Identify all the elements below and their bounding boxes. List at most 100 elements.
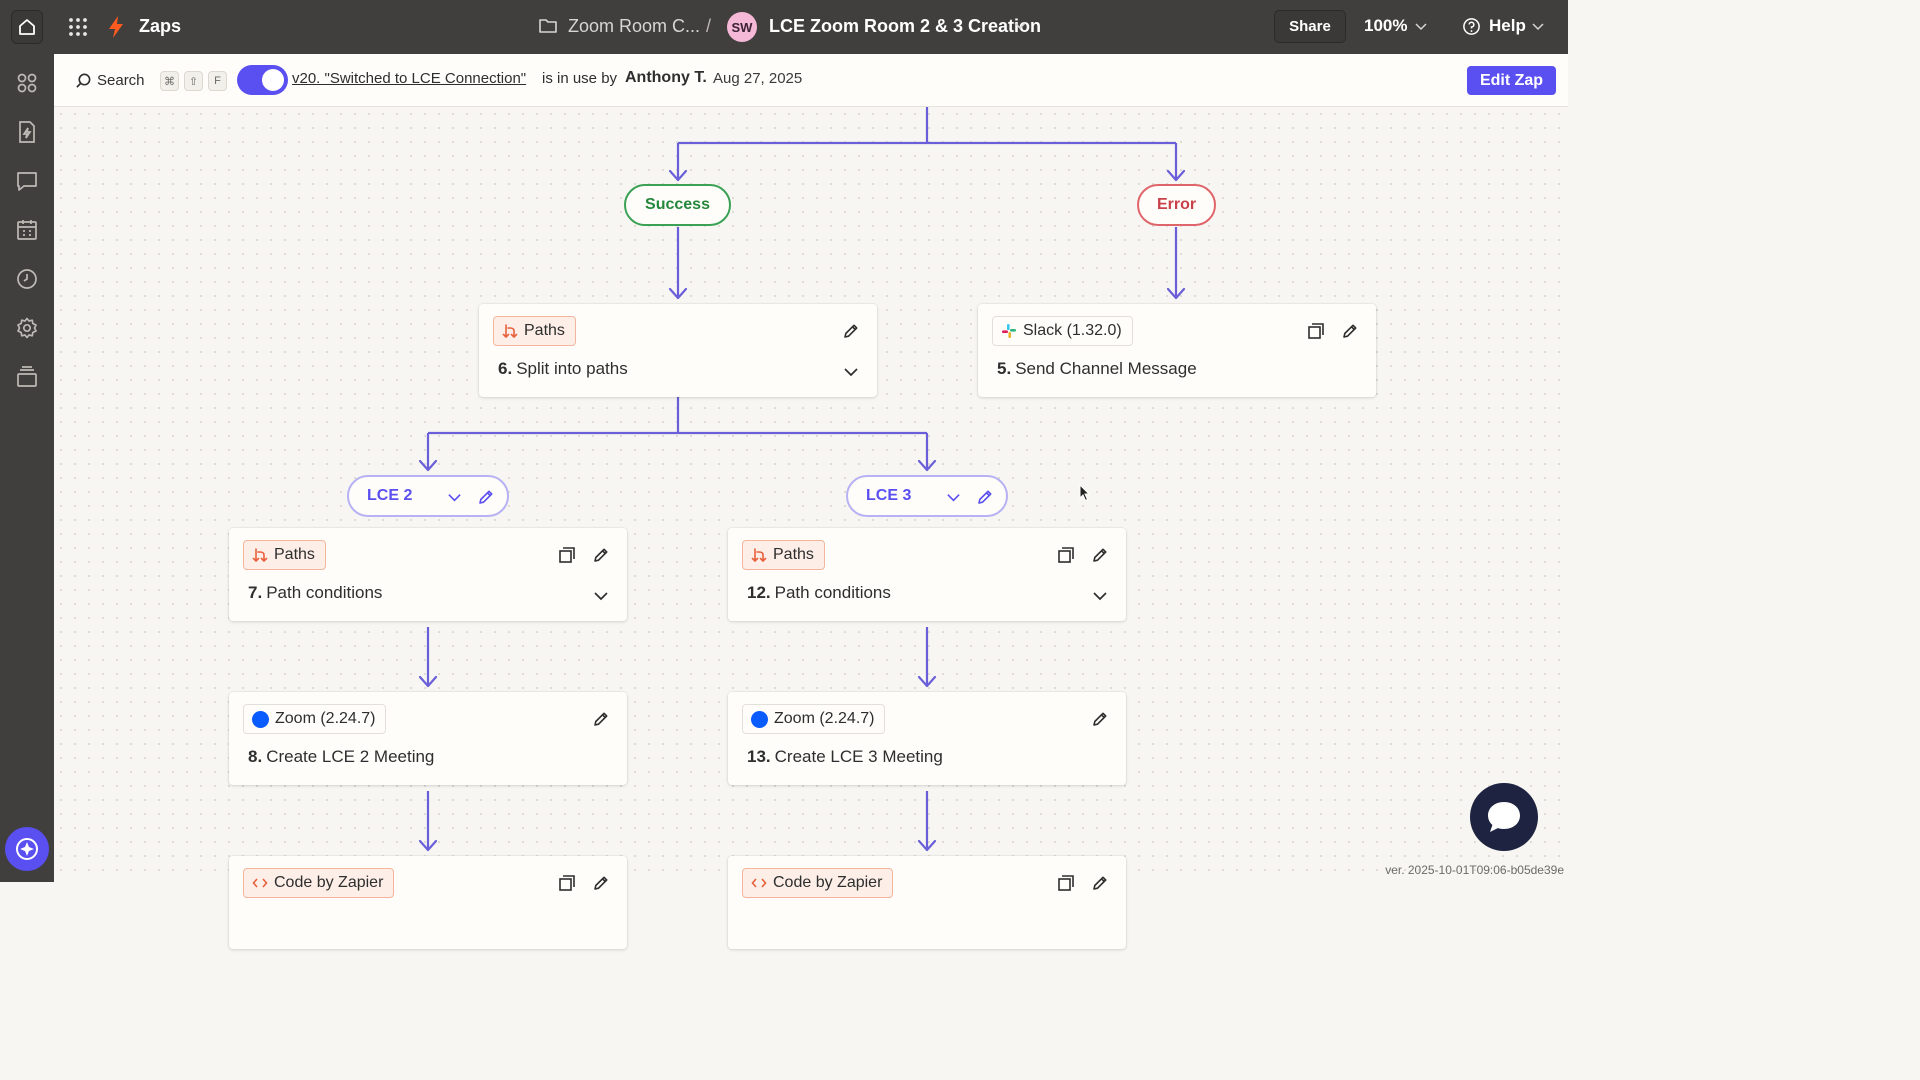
step-title: 12.Path conditions bbox=[747, 583, 891, 603]
app-name: Code by Zapier bbox=[274, 874, 384, 891]
chevron-down-icon[interactable] bbox=[593, 588, 609, 604]
app-grid-icon[interactable] bbox=[67, 16, 89, 38]
app-badge: Code by Zapier bbox=[742, 868, 894, 898]
copy-icon[interactable] bbox=[558, 874, 576, 892]
step-number: 5. bbox=[997, 359, 1012, 378]
message-icon[interactable] bbox=[15, 169, 39, 193]
app-badge: Paths bbox=[493, 316, 576, 346]
step-title-text: Create LCE 3 Meeting bbox=[774, 747, 943, 766]
pencil-icon[interactable] bbox=[1091, 546, 1109, 564]
chat-bubble-icon bbox=[1488, 802, 1520, 832]
zoom-level[interactable]: 100% bbox=[1364, 16, 1408, 35]
path-lce-2[interactable]: LCE 2 bbox=[347, 475, 509, 517]
chevron-down-icon[interactable] bbox=[1415, 21, 1427, 33]
sparkle-icon bbox=[16, 838, 38, 860]
zap-title[interactable]: LCE Zoom Room 2 & 3 Creation bbox=[769, 16, 1042, 36]
chevron-down-icon[interactable] bbox=[447, 490, 462, 505]
workflow-canvas[interactable]: Success Error Paths 6.Split into paths S… bbox=[54, 107, 1568, 949]
pencil-icon[interactable] bbox=[592, 874, 610, 892]
search-icon[interactable] bbox=[75, 72, 92, 89]
in-use-text: is in use by bbox=[542, 70, 618, 87]
chat-button[interactable] bbox=[1470, 783, 1538, 851]
copy-icon[interactable] bbox=[1057, 874, 1075, 892]
paths-icon bbox=[502, 324, 518, 338]
apps-icon[interactable] bbox=[15, 71, 39, 95]
pencil-icon[interactable] bbox=[842, 322, 860, 340]
layers-icon[interactable] bbox=[15, 365, 39, 389]
step-card-code-right[interactable]: Code by Zapier bbox=[728, 856, 1126, 949]
left-rail bbox=[0, 54, 54, 882]
avatar[interactable]: SW bbox=[727, 12, 757, 42]
app-name: Paths bbox=[524, 322, 565, 339]
table-icon[interactable] bbox=[15, 218, 39, 242]
pencil-icon[interactable] bbox=[477, 488, 495, 506]
shortcut-key-f: F bbox=[208, 71, 227, 91]
chevron-down-icon[interactable] bbox=[843, 364, 859, 380]
pencil-icon[interactable] bbox=[592, 546, 610, 564]
assistant-button[interactable] bbox=[5, 827, 49, 871]
app-badge: Slack (1.32.0) bbox=[992, 316, 1133, 346]
slack-icon bbox=[1002, 324, 1016, 338]
search-label[interactable]: Search bbox=[97, 72, 145, 89]
app-name: Zoom (2.24.7) bbox=[275, 710, 376, 727]
chevron-down-icon[interactable] bbox=[946, 490, 961, 505]
step-card-6[interactable]: Paths 6.Split into paths bbox=[479, 304, 877, 397]
step-number: 6. bbox=[498, 359, 513, 378]
step-title: 13.Create LCE 3 Meeting bbox=[747, 747, 943, 767]
chevron-down-icon[interactable] bbox=[1013, 19, 1027, 33]
mouse-cursor-icon bbox=[1079, 484, 1091, 502]
zap-file-icon[interactable] bbox=[15, 120, 39, 144]
pencil-icon[interactable] bbox=[1341, 322, 1359, 340]
pencil-icon[interactable] bbox=[1091, 874, 1109, 892]
zap-toggle[interactable] bbox=[237, 65, 288, 95]
history-icon[interactable] bbox=[15, 267, 39, 291]
code-icon bbox=[252, 878, 268, 888]
app-name[interactable]: Zaps bbox=[139, 16, 182, 36]
step-title: 7.Path conditions bbox=[248, 583, 382, 603]
app-name: Paths bbox=[773, 546, 814, 563]
help-circle-icon[interactable] bbox=[1462, 17, 1481, 36]
zoom-icon bbox=[751, 710, 768, 728]
step-number: 8. bbox=[248, 747, 263, 766]
app-name: Slack (1.32.0) bbox=[1023, 322, 1122, 339]
branch-success[interactable]: Success bbox=[624, 184, 731, 226]
copy-icon[interactable] bbox=[1307, 322, 1325, 340]
path-name: LCE 3 bbox=[866, 487, 912, 504]
pencil-icon[interactable] bbox=[592, 710, 610, 728]
copy-icon[interactable] bbox=[558, 546, 576, 564]
home-icon bbox=[19, 19, 35, 35]
edit-zap-button[interactable]: Edit Zap bbox=[1467, 66, 1556, 95]
pencil-icon[interactable] bbox=[1091, 710, 1109, 728]
chevron-down-icon[interactable] bbox=[1092, 588, 1108, 604]
version-footer: ver. 2025-10-01T09:06-b05de39e bbox=[1385, 863, 1564, 877]
breadcrumb-folder[interactable]: Zoom Room C... bbox=[568, 16, 701, 36]
step-card-5[interactable]: Slack (1.32.0) 5.Send Channel Message bbox=[978, 304, 1376, 397]
home-button[interactable] bbox=[11, 10, 43, 44]
step-card-code-left[interactable]: Code by Zapier bbox=[229, 856, 627, 949]
bolt-icon bbox=[109, 16, 123, 38]
gear-icon[interactable] bbox=[15, 316, 39, 340]
path-lce-3[interactable]: LCE 3 bbox=[846, 475, 1008, 517]
step-number: 7. bbox=[248, 583, 263, 602]
step-card-12[interactable]: Paths 12.Path conditions bbox=[728, 528, 1126, 621]
step-title: 6.Split into paths bbox=[498, 359, 628, 379]
in-use-date: Aug 27, 2025 bbox=[713, 70, 803, 87]
branch-error[interactable]: Error bbox=[1137, 184, 1216, 226]
version-link[interactable]: v20. "Switched to LCE Connection" bbox=[292, 70, 527, 87]
step-card-13[interactable]: Zoom (2.24.7) 13.Create LCE 3 Meeting bbox=[728, 692, 1126, 785]
chevron-down-icon[interactable] bbox=[1532, 21, 1544, 33]
path-name: LCE 2 bbox=[367, 487, 413, 504]
top-bar: Zaps Zoom Room C... / SW LCE Zoom Room 2… bbox=[0, 0, 1568, 54]
help-menu[interactable]: Help bbox=[1489, 16, 1526, 35]
step-card-8[interactable]: Zoom (2.24.7) 8.Create LCE 2 Meeting bbox=[229, 692, 627, 785]
share-button[interactable]: Share bbox=[1274, 10, 1346, 43]
paths-icon bbox=[751, 548, 767, 562]
step-card-7[interactable]: Paths 7.Path conditions bbox=[229, 528, 627, 621]
copy-icon[interactable] bbox=[1057, 546, 1075, 564]
code-icon bbox=[751, 878, 767, 888]
pencil-icon[interactable] bbox=[976, 488, 994, 506]
version-bar: Search ⌘ ⇧ F v20. "Switched to LCE Conne… bbox=[54, 54, 1568, 107]
step-number: 12. bbox=[747, 583, 771, 602]
toggle-knob bbox=[262, 69, 284, 91]
step-title-text: Create LCE 2 Meeting bbox=[266, 747, 435, 766]
